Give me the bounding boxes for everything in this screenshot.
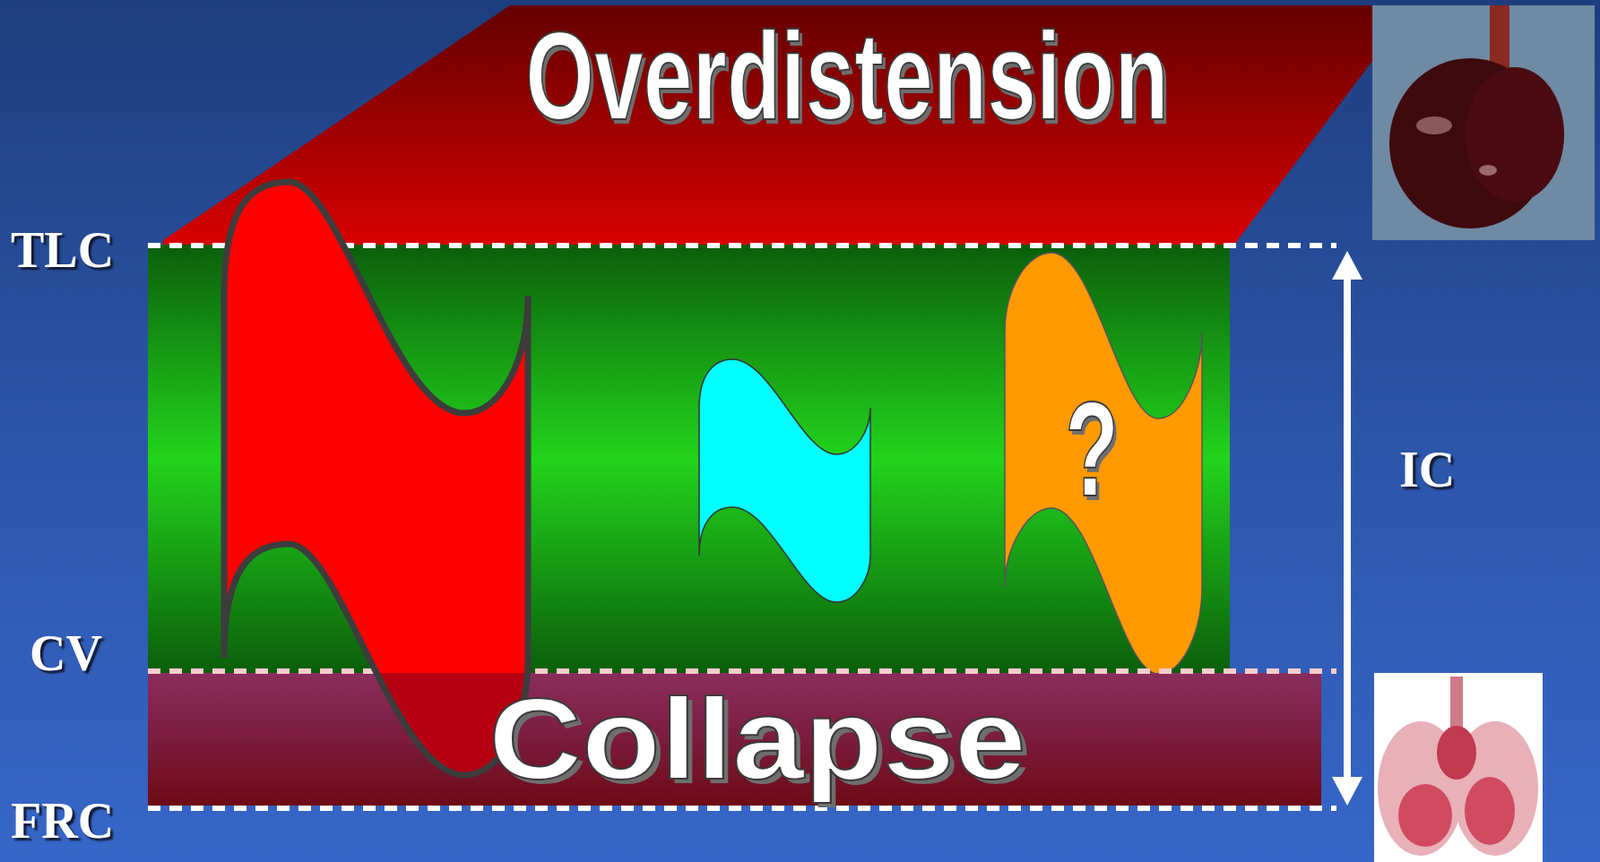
cv-label: CV	[29, 628, 103, 679]
node-text: Collapse	[488, 682, 1027, 797]
collapse-band: Collapse	[147, 673, 1322, 806]
ic-label: IC	[1399, 444, 1455, 495]
tlc-label: TLC	[10, 224, 114, 276]
overdistended-lung-photo	[1372, 5, 1595, 241]
frc-line	[147, 805, 1337, 812]
node-text: Overdistension	[525, 13, 1168, 139]
frc-label: FRC	[10, 795, 114, 847]
ic-double-arrow	[1331, 250, 1363, 806]
overdistension-band: Overdistension	[163, 5, 1373, 245]
orange-pv-loop: ?	[1004, 252, 1203, 675]
collapsed-lung-photo	[1374, 673, 1543, 862]
cyan-pv-loop	[699, 359, 871, 603]
node-text: ?	[1064, 381, 1119, 517]
